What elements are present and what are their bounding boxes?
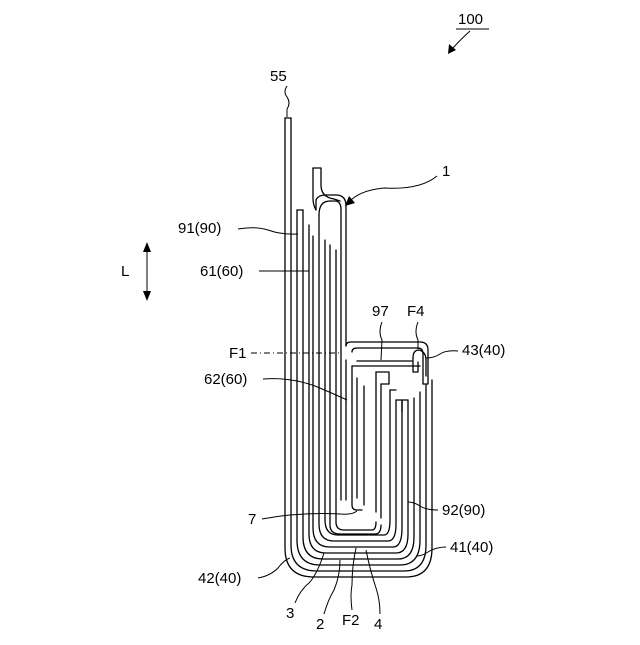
label-1: 1: [442, 163, 450, 180]
label-91: 91(90): [178, 220, 221, 237]
label-97: 97: [372, 303, 389, 320]
label-F2: F2: [342, 612, 360, 629]
label-F4: F4: [407, 303, 425, 320]
label-61: 61(60): [200, 263, 243, 280]
layer-61-outer: [309, 225, 408, 553]
label-62: 62(60): [204, 371, 247, 388]
leader-92: [408, 502, 438, 510]
element-7-u: [336, 250, 376, 530]
figure-ref-label: 100: [458, 11, 483, 28]
label-55: 55: [270, 68, 287, 85]
leader-97: [380, 322, 382, 360]
direction-L-up-arrowhead: [143, 242, 151, 252]
leader-2: [324, 560, 340, 614]
label-43: 43(40): [462, 342, 505, 359]
layer-2-u: [330, 245, 381, 534]
leader-3: [295, 553, 324, 603]
label-42: 42(40): [198, 570, 241, 587]
strip-top-tab: [376, 372, 389, 384]
label-7: 7: [248, 511, 256, 528]
direction-L-down-arrowhead: [143, 291, 151, 301]
cap-43-end: [423, 376, 428, 384]
sheet-55-inner: [291, 118, 426, 571]
leader-62: [263, 379, 347, 400]
leader-42: [258, 558, 290, 578]
label-F1: F1: [229, 345, 247, 362]
label-4: 4: [374, 616, 382, 633]
label-2: 2: [316, 616, 324, 633]
leader-55: [285, 86, 289, 117]
leader-F2: [351, 548, 356, 610]
label-3: 3: [286, 605, 294, 622]
cap-43-curl-end: [413, 358, 418, 372]
element-1-top-fold: [313, 168, 340, 201]
leader-91: [238, 228, 298, 234]
leader-1: [349, 176, 437, 202]
figure-ref-leader: [452, 31, 470, 49]
cap-43-outer: [346, 342, 428, 376]
label-L: L: [121, 263, 129, 280]
label-41: 41(40): [450, 539, 493, 556]
label-92: 92(90): [442, 502, 485, 519]
leader-43: [426, 351, 458, 358]
leader-F4: [416, 322, 418, 349]
